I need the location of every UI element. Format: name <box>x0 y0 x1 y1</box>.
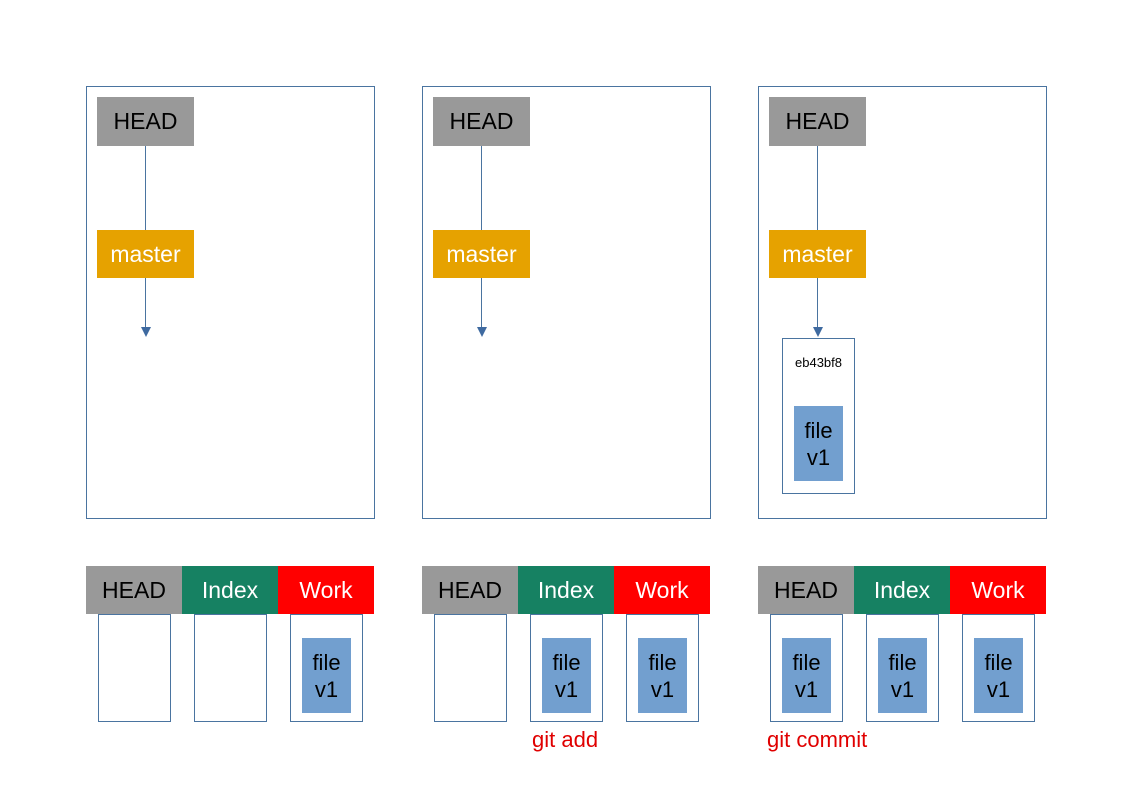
file-version: v1 <box>806 444 831 470</box>
file-version: v1 <box>314 676 339 702</box>
work-tree-header: Work <box>278 566 374 614</box>
commit-hash: eb43bf8 <box>795 355 842 370</box>
master-pointer-arrowhead <box>141 327 151 337</box>
index-tree-header: Index <box>854 566 950 614</box>
master-pointer-line <box>481 278 482 327</box>
work-tree-header: Work <box>614 566 710 614</box>
file-v1: file v1 <box>878 638 927 713</box>
file-v1: file v1 <box>974 638 1023 713</box>
head-pointer-label: HEAD <box>769 97 866 146</box>
file-v1: file v1 <box>302 638 351 713</box>
master-branch-label: master <box>97 230 194 278</box>
head-tree-header: HEAD <box>422 566 518 614</box>
head-tree-header: HEAD <box>758 566 854 614</box>
file-version: v1 <box>986 676 1011 702</box>
master-branch-label: master <box>769 230 866 278</box>
work-tree-header: Work <box>950 566 1046 614</box>
head-tree-header: HEAD <box>86 566 182 614</box>
index-tree-header: Index <box>518 566 614 614</box>
head-pointer-label: HEAD <box>97 97 194 146</box>
head-to-master-line <box>145 146 146 230</box>
file-version: v1 <box>650 676 675 702</box>
file-name: file <box>312 649 341 675</box>
master-pointer-line <box>145 278 146 327</box>
git-commit-caption: git commit <box>767 727 868 752</box>
file-version: v1 <box>554 676 579 702</box>
repository-panel-2 <box>422 86 711 519</box>
repository-panel-1 <box>86 86 375 519</box>
file-name: file <box>792 649 821 675</box>
head-to-master-line <box>817 146 818 230</box>
file-v1: file v1 <box>794 406 843 481</box>
file-name: file <box>984 649 1013 675</box>
head-to-master-line <box>481 146 482 230</box>
file-v1: file v1 <box>782 638 831 713</box>
master-pointer-line <box>817 278 818 327</box>
master-pointer-arrowhead <box>477 327 487 337</box>
file-name: file <box>804 417 833 443</box>
master-branch-label: master <box>433 230 530 278</box>
head-pointer-label: HEAD <box>433 97 530 146</box>
git-add-caption: git add <box>532 727 599 752</box>
file-name: file <box>888 649 917 675</box>
file-name: file <box>552 649 581 675</box>
index-tree-slot <box>194 614 267 722</box>
file-name: file <box>648 649 677 675</box>
file-v1: file v1 <box>542 638 591 713</box>
head-tree-slot <box>434 614 507 722</box>
file-v1: file v1 <box>638 638 687 713</box>
index-tree-header: Index <box>182 566 278 614</box>
head-tree-slot <box>98 614 171 722</box>
master-pointer-arrowhead <box>813 327 823 337</box>
file-version: v1 <box>794 676 819 702</box>
file-version: v1 <box>890 676 915 702</box>
